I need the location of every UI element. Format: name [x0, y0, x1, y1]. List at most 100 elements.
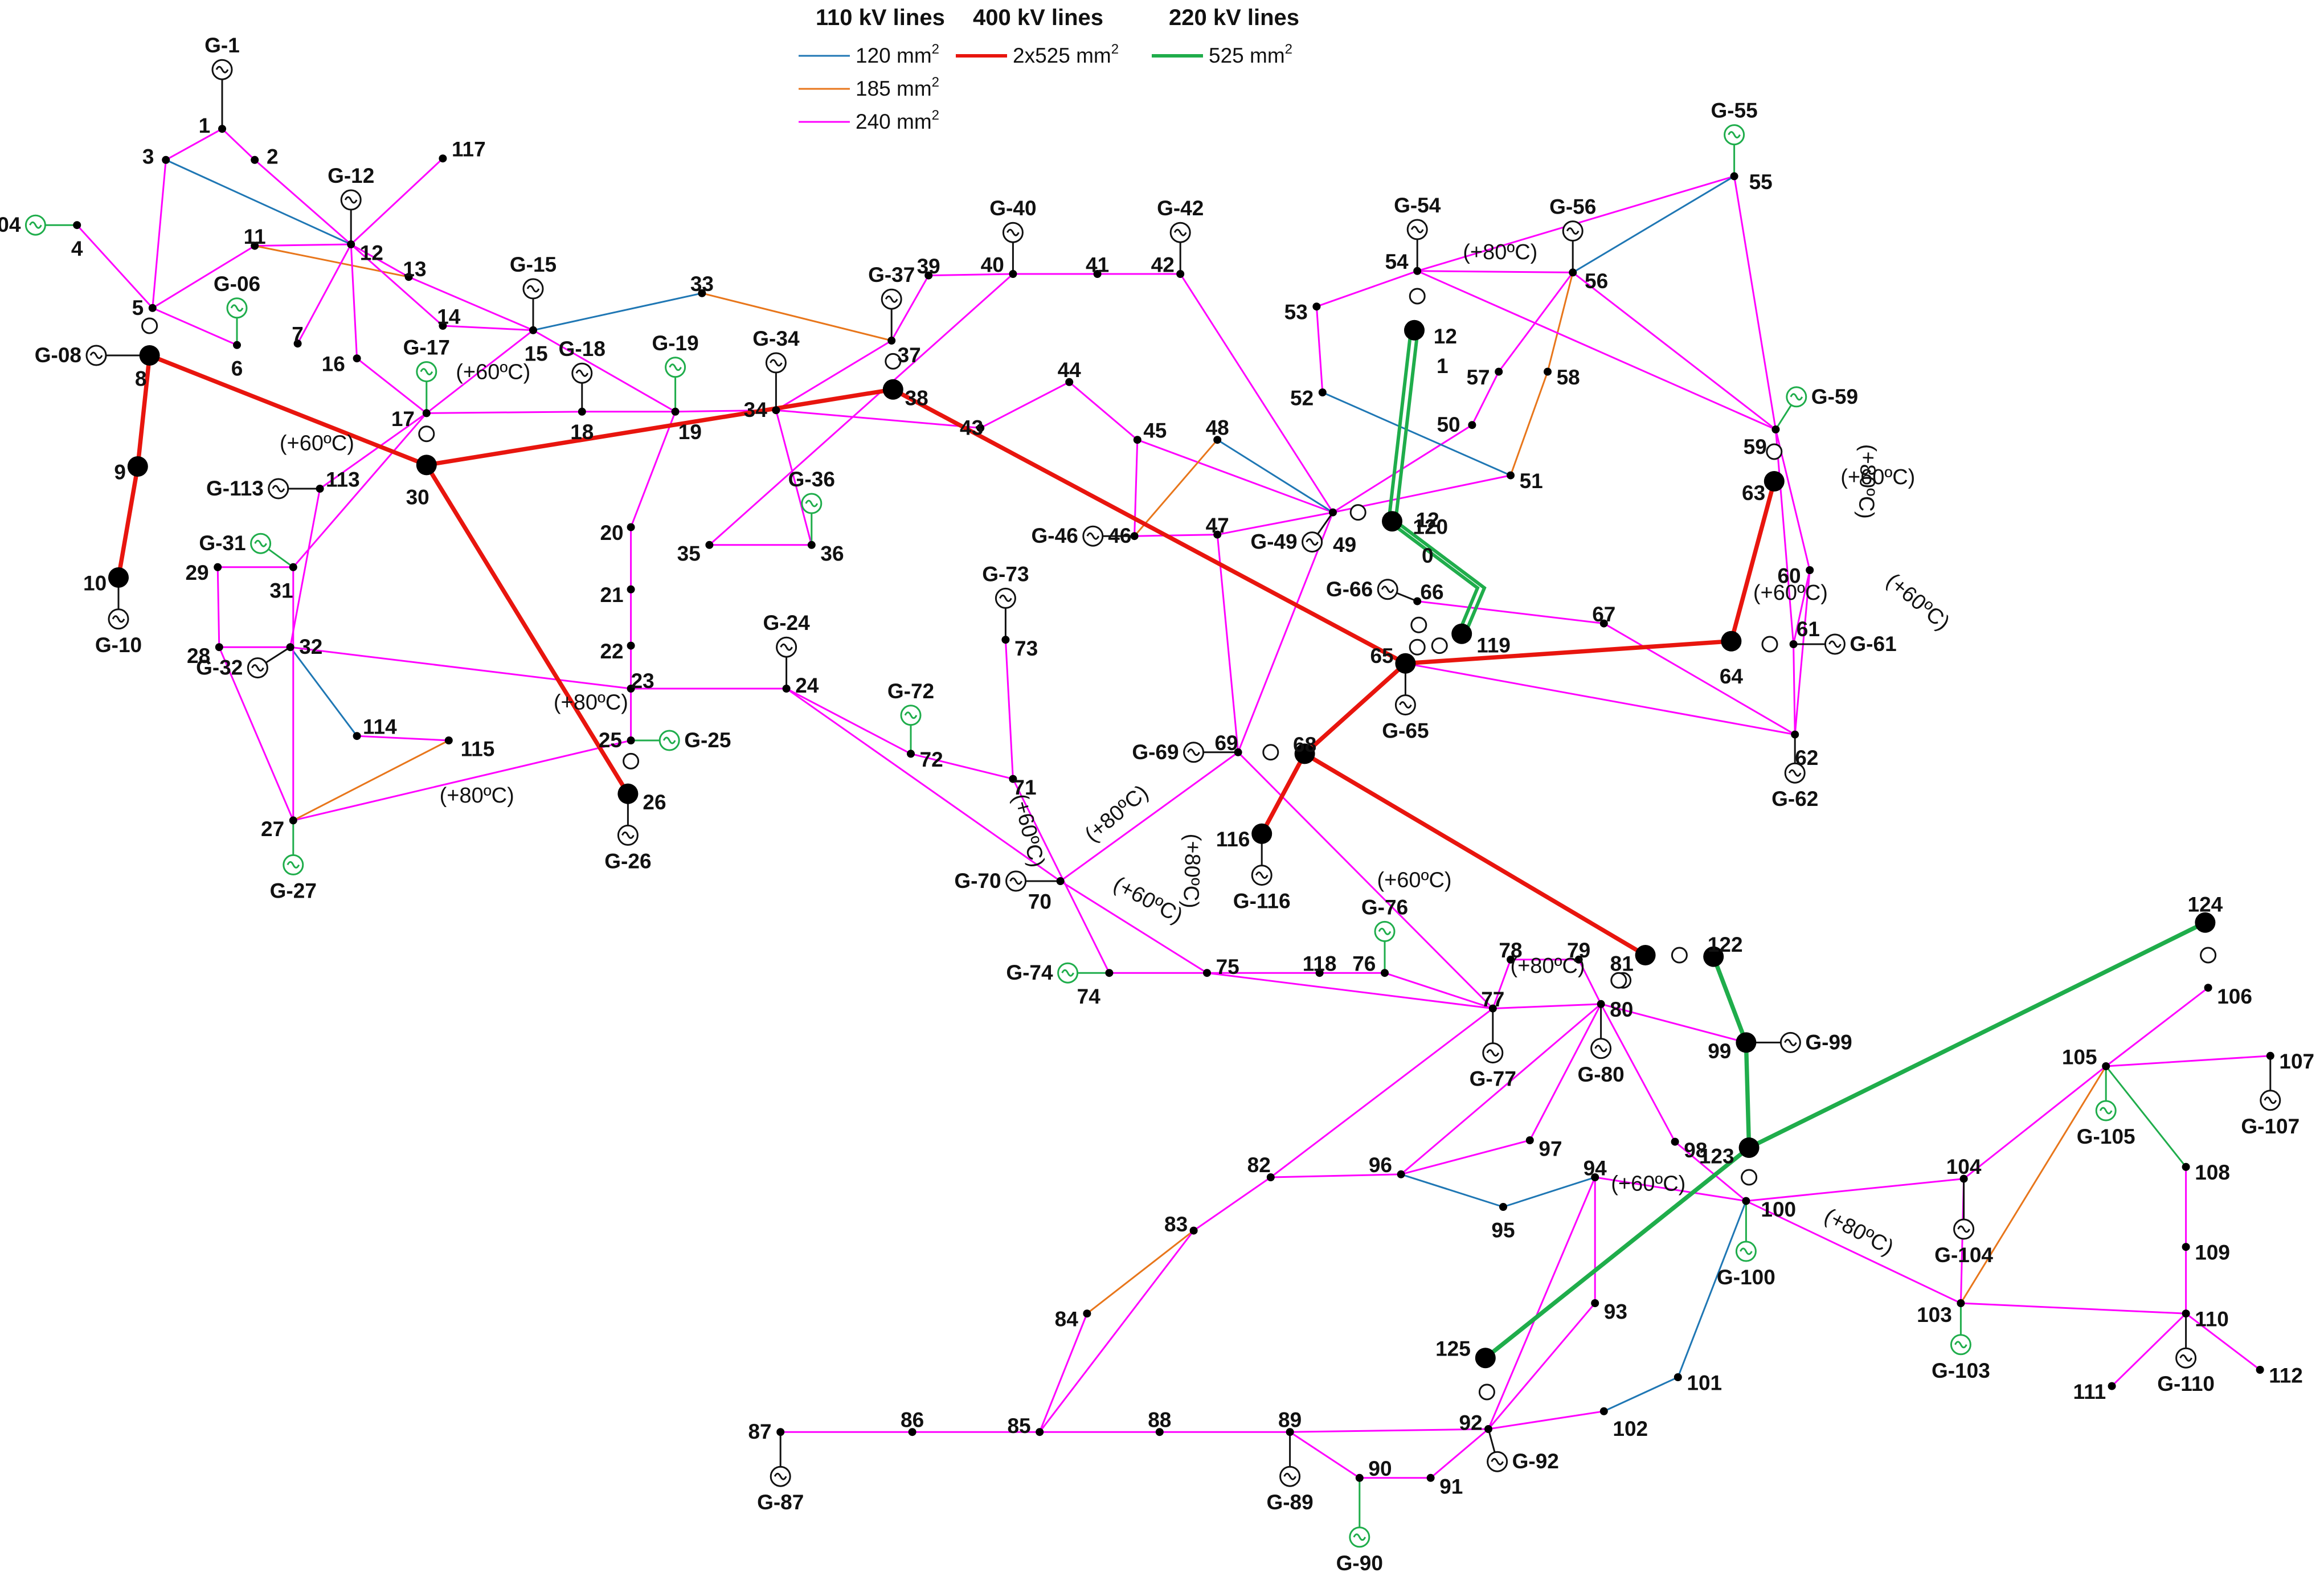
bus-node-117[interactable]: [439, 154, 447, 163]
bus-node-52[interactable]: [1318, 388, 1327, 396]
bus-node-44[interactable]: [1065, 378, 1074, 386]
bus-node-104[interactable]: [1959, 1174, 1968, 1183]
bus-node-27[interactable]: [289, 816, 297, 825]
bus-node-115[interactable]: [444, 736, 453, 744]
bus-node-81[interactable]: [1635, 945, 1656, 965]
bus-node-1[interactable]: [218, 125, 226, 133]
bus-node-57[interactable]: [1495, 367, 1503, 376]
bus-node-114[interactable]: [353, 732, 361, 740]
bus-node-111[interactable]: [2108, 1382, 2116, 1390]
bus-node-37[interactable]: [887, 337, 896, 345]
bus-node-41[interactable]: [1093, 270, 1102, 278]
bus-node-42[interactable]: [1176, 270, 1185, 278]
bus-node-122[interactable]: [1703, 946, 1724, 967]
bus-node-98[interactable]: [1671, 1137, 1679, 1146]
bus-node-99[interactable]: [1736, 1032, 1757, 1053]
bus-node-45[interactable]: [1133, 436, 1141, 444]
bus-node-62[interactable]: [1791, 730, 1799, 739]
bus-node-73[interactable]: [1001, 636, 1010, 644]
bus-node-91[interactable]: [1426, 1473, 1435, 1482]
bus-node-40[interactable]: [1009, 270, 1017, 278]
bus-node-96[interactable]: [1397, 1170, 1405, 1178]
bus-node-65[interactable]: [1395, 653, 1416, 674]
bus-node-3[interactable]: [162, 155, 170, 164]
bus-node-6[interactable]: [233, 341, 241, 349]
bus-node-22[interactable]: [627, 641, 635, 650]
bus-node-67[interactable]: [1599, 619, 1608, 628]
bus-node-26[interactable]: [617, 783, 639, 804]
bus-node-93[interactable]: [1591, 1299, 1599, 1307]
bus-node-8[interactable]: [139, 345, 160, 366]
bus-node-59[interactable]: [1771, 425, 1780, 433]
bus-node-113[interactable]: [316, 485, 324, 493]
bus-node-75[interactable]: [1203, 969, 1211, 977]
bus-node-2[interactable]: [251, 155, 259, 164]
bus-node-21[interactable]: [627, 585, 635, 593]
bus-node-78[interactable]: [1507, 955, 1515, 964]
bus-node-71[interactable]: [1009, 775, 1017, 783]
bus-node-100[interactable]: [1742, 1197, 1750, 1205]
bus-node-48[interactable]: [1213, 436, 1222, 444]
bus-node-32[interactable]: [286, 643, 294, 652]
bus-node-90[interactable]: [1355, 1473, 1364, 1482]
bus-node-25[interactable]: [627, 736, 635, 744]
bus-node-89[interactable]: [1286, 1428, 1294, 1436]
bus-node-107[interactable]: [2266, 1051, 2274, 1060]
bus-node-38[interactable]: [882, 379, 903, 400]
bus-node-20[interactable]: [627, 523, 635, 531]
bus-node-12[interactable]: [347, 240, 355, 248]
bus-node-15[interactable]: [529, 326, 537, 334]
bus-node-47[interactable]: [1213, 530, 1222, 539]
bus-node-29[interactable]: [214, 563, 222, 571]
bus-node-120[interactable]: [1382, 511, 1402, 532]
bus-node-61[interactable]: [1789, 640, 1798, 648]
bus-node-64[interactable]: [1721, 631, 1742, 652]
bus-node-56[interactable]: [1569, 268, 1577, 277]
bus-node-16[interactable]: [353, 354, 361, 363]
bus-node-54[interactable]: [1413, 267, 1422, 275]
bus-node-4[interactable]: [73, 221, 81, 230]
bus-node-92[interactable]: [1484, 1425, 1492, 1433]
bus-node-85[interactable]: [1036, 1428, 1044, 1436]
bus-node-19[interactable]: [671, 407, 680, 416]
bus-node-12-220kv[interactable]: [1404, 320, 1425, 341]
bus-node-118[interactable]: [1315, 969, 1324, 977]
bus-node-76[interactable]: [1381, 969, 1389, 977]
bus-node-36[interactable]: [807, 541, 816, 549]
bus-node-14[interactable]: [439, 322, 447, 330]
bus-node-72[interactable]: [907, 750, 915, 758]
bus-node-17[interactable]: [422, 409, 431, 417]
bus-node-66[interactable]: [1413, 597, 1422, 605]
bus-node-123[interactable]: [1738, 1137, 1760, 1158]
bus-node-50[interactable]: [1468, 421, 1476, 429]
bus-node-35[interactable]: [705, 541, 714, 549]
bus-node-80[interactable]: [1597, 1000, 1605, 1008]
bus-node-83[interactable]: [1189, 1226, 1198, 1235]
bus-node-23[interactable]: [627, 685, 635, 693]
bus-node-94[interactable]: [1591, 1173, 1599, 1181]
bus-node-51[interactable]: [1507, 471, 1515, 480]
bus-node-58[interactable]: [1544, 367, 1552, 376]
bus-node-31[interactable]: [289, 563, 297, 571]
bus-node-53[interactable]: [1312, 302, 1321, 311]
bus-node-18[interactable]: [578, 407, 586, 416]
bus-node-60[interactable]: [1806, 566, 1814, 574]
bus-node-70[interactable]: [1056, 877, 1065, 885]
bus-node-7[interactable]: [293, 339, 302, 348]
bus-node-116[interactable]: [1251, 823, 1273, 844]
bus-node-112[interactable]: [2256, 1366, 2264, 1374]
bus-node-34[interactable]: [772, 406, 780, 415]
bus-node-68[interactable]: [1294, 743, 1315, 764]
bus-node-9[interactable]: [127, 456, 148, 477]
bus-node-49[interactable]: [1329, 508, 1337, 517]
bus-node-106[interactable]: [2204, 984, 2212, 992]
bus-node-105[interactable]: [2102, 1062, 2110, 1070]
bus-node-86[interactable]: [908, 1428, 916, 1436]
bus-node-88[interactable]: [1155, 1428, 1164, 1436]
bus-node-84[interactable]: [1083, 1309, 1091, 1318]
bus-node-74[interactable]: [1105, 969, 1114, 977]
bus-node-124[interactable]: [2195, 912, 2216, 933]
bus-node-30[interactable]: [416, 455, 437, 476]
bus-node-101[interactable]: [1674, 1373, 1682, 1381]
bus-node-46[interactable]: [1130, 532, 1139, 541]
